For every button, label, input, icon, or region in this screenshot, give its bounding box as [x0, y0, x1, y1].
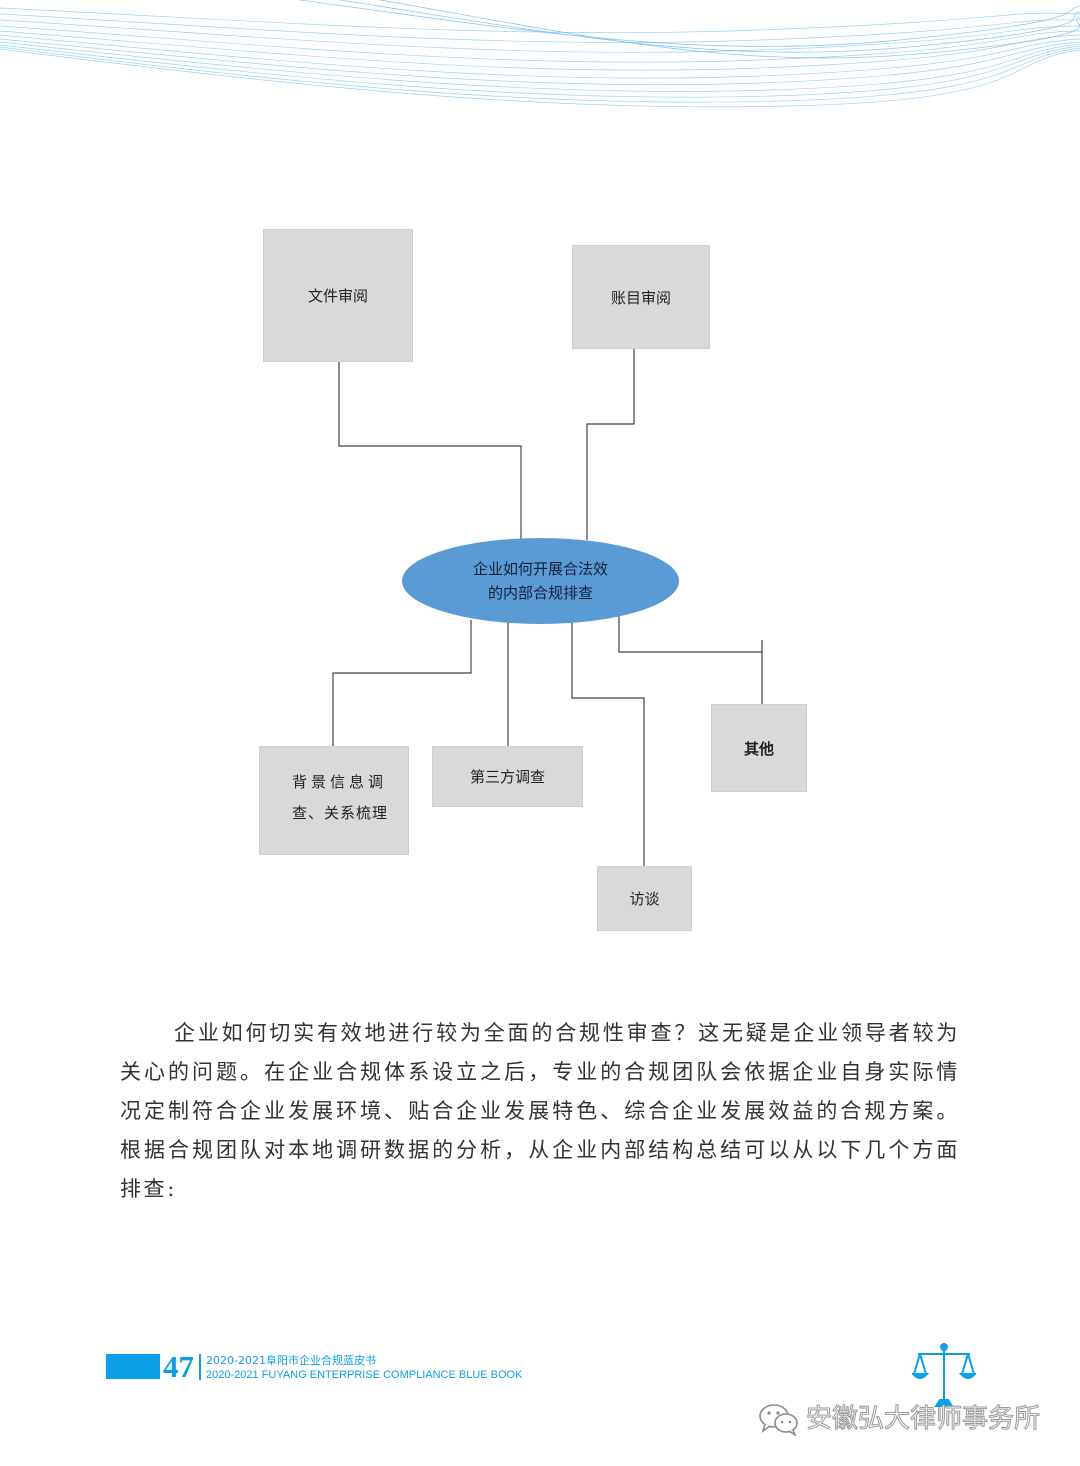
center-topic-line2: 的内部合规排查 — [487, 584, 593, 602]
center-topic-line1: 企业如何开展合法效 — [472, 560, 608, 578]
node-third-party-label: 第三方调查 — [469, 768, 545, 786]
footer-title-cn: 2020-2021阜阳市企业合规蓝皮书 — [206, 1354, 376, 1367]
node-interview-label: 访谈 — [629, 890, 660, 908]
watermark-text: 安徽弘大律师事务所 — [805, 1404, 1041, 1435]
node-background-line1: 背景信息调 — [292, 773, 388, 791]
node-other: 其他 — [711, 704, 807, 792]
page-number: 47 — [163, 1349, 194, 1384]
footer-title-en: 2020-2021 FUYANG ENTERPRISE COMPLIANCE B… — [206, 1369, 523, 1381]
node-background-line2: 查、关系梳理 — [292, 804, 389, 822]
footer-separator — [199, 1354, 201, 1380]
node-other-label: 其他 — [743, 739, 774, 758]
node-document-review: 文件审阅 — [263, 229, 413, 362]
connector-document-review — [338, 362, 522, 540]
center-topic-ellipse: 企业如何开展合法效 的内部合规排查 — [402, 538, 679, 624]
connector-account-review — [586, 348, 635, 540]
diagram-connectors — [332, 348, 763, 866]
body-paragraph: 企业如何切实有效地进行较为全面的合规性审查？这无疑是企业领导者较为关心的问题。在… — [120, 1021, 960, 1201]
connector-background — [332, 620, 472, 746]
node-third-party: 第三方调查 — [432, 746, 583, 807]
node-account-review-label: 账目审阅 — [610, 288, 671, 307]
node-account-review: 账目审阅 — [572, 245, 710, 349]
connector-other — [618, 616, 763, 704]
scales-of-justice-icon — [912, 1343, 976, 1407]
footer-accent-bar — [106, 1354, 160, 1379]
node-background-check: 背景信息调 查、关系梳理 — [259, 746, 409, 855]
connector-interview — [571, 622, 645, 866]
node-document-review-label: 文件审阅 — [307, 287, 368, 305]
node-interview: 访谈 — [597, 866, 692, 931]
wechat-icon — [759, 1404, 798, 1436]
